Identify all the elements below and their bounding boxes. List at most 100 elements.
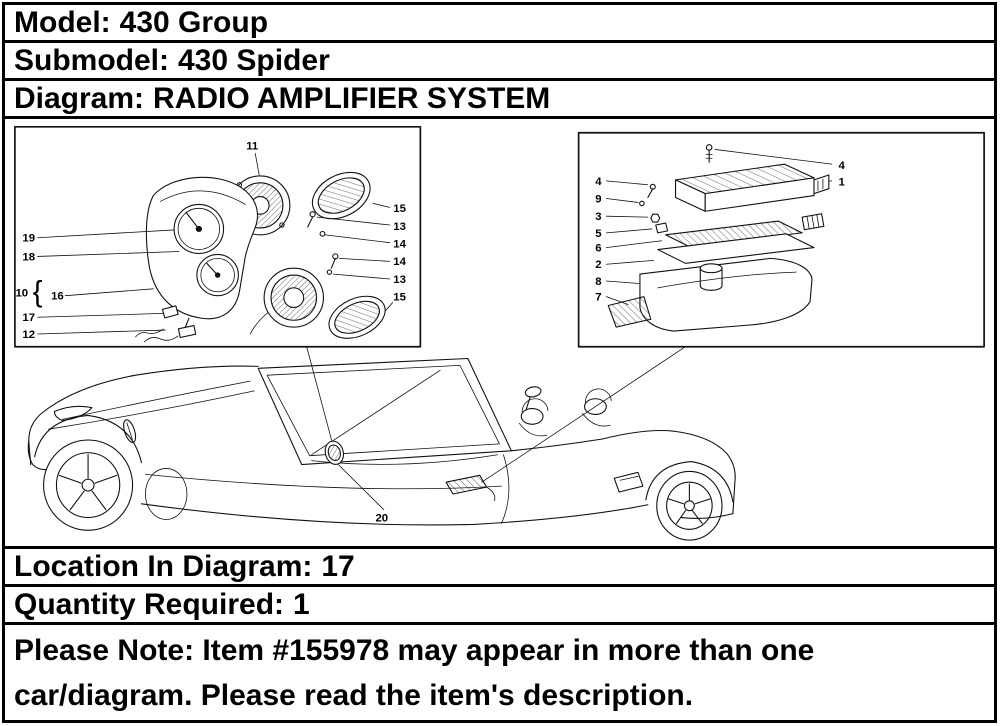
- callout-label: 8: [595, 276, 601, 288]
- grille-top-figure: [311, 171, 371, 220]
- callout-2: 2: [595, 259, 655, 271]
- callout-label: 15: [393, 292, 406, 304]
- quantity-row: Quantity Required: 1: [5, 587, 994, 625]
- callout-label: 2: [595, 259, 601, 271]
- rear-wheel-figure: [656, 470, 723, 541]
- location-label: Location In Diagram:: [14, 549, 313, 583]
- leader-line: [254, 152, 260, 176]
- knob-figure: [699, 263, 723, 274]
- callout-label: 13: [393, 274, 406, 286]
- diagram-canvas: 11: [14, 126, 985, 541]
- screw-figure: [307, 211, 326, 237]
- quantity-value: 1: [293, 587, 310, 621]
- leader-line: [332, 273, 391, 280]
- callout-label: 10: [15, 288, 28, 300]
- end-cap-figure: [607, 296, 652, 328]
- callout-label: 15: [393, 203, 406, 215]
- callout-11: 11: [246, 140, 260, 176]
- screw-figure-amp: [705, 144, 713, 163]
- leader-line: [37, 229, 175, 239]
- leader-line: [605, 180, 649, 186]
- callout-label: 14: [393, 239, 406, 251]
- leader-line: [325, 234, 391, 244]
- submodel-label: Submodel:: [14, 43, 169, 77]
- leader-line: [605, 198, 639, 203]
- leader-line: [384, 302, 394, 312]
- leader-line: [372, 203, 391, 208]
- amplifier-figure: [674, 163, 830, 231]
- callout-label: 7: [595, 292, 601, 304]
- leader-line: [37, 251, 180, 257]
- nut-figure: [650, 213, 661, 223]
- callout-label: 4: [595, 176, 602, 188]
- callout-4-left: 4: [595, 176, 656, 199]
- callout-label: 17: [22, 312, 35, 324]
- leader-line: [37, 329, 166, 335]
- leader-line-speaker: [306, 346, 333, 444]
- callout-10-group: 10 { 16: [15, 276, 154, 309]
- seat-figure: [520, 408, 544, 425]
- callout-label: 11: [246, 140, 258, 152]
- callout-19: 19: [22, 229, 175, 245]
- callout-label: 6: [595, 243, 601, 255]
- callout-label: 18: [22, 251, 35, 263]
- note-text: Please Note: Item #155978 may appear in …: [14, 634, 815, 712]
- callout-13-bottom: 13: [332, 273, 406, 286]
- car-body-figure: [27, 357, 736, 526]
- inset-border: [14, 126, 422, 348]
- callout-3: 3: [595, 211, 661, 223]
- leader-line: [605, 240, 663, 248]
- console-cover-figure: [607, 257, 813, 332]
- leader-line: [605, 215, 649, 218]
- mounting-tray-figure: [657, 220, 815, 264]
- callout-15-top: 15: [372, 203, 406, 215]
- speaker-inset: 11: [14, 126, 422, 348]
- callout-18: 18: [22, 251, 180, 263]
- connector-figure: [801, 213, 825, 231]
- leader-line: [64, 288, 154, 297]
- callout-13-top: 13: [317, 216, 406, 233]
- speaker-bottom-figure: [249, 253, 339, 335]
- leader-line: [605, 228, 653, 234]
- instrument-binnacle-figure: [135, 176, 258, 343]
- diagram-area: 11: [5, 119, 994, 549]
- screw-figure: [639, 200, 645, 207]
- callout-label: 20: [375, 512, 388, 524]
- roll-hoop-figure: [521, 398, 549, 413]
- side-intake-figure: [613, 471, 644, 493]
- car-amplifier-figure: [445, 474, 496, 502]
- leader-line: [338, 257, 391, 262]
- callout-14-bottom: 14: [338, 256, 407, 268]
- callout-label: 9: [595, 193, 601, 205]
- callout-label: 4: [839, 160, 846, 172]
- front-wheel-figure: [43, 439, 188, 531]
- headlight-figure: [53, 405, 93, 421]
- submodel-row: Submodel: 430 Spider: [5, 43, 994, 81]
- grille-bottom-figure: [328, 295, 386, 339]
- callout-label: 5: [595, 228, 601, 240]
- callout-14-top: 14: [325, 234, 407, 251]
- callout-12: 12: [22, 329, 166, 341]
- callout-9: 9: [595, 193, 645, 207]
- seat-figure: [584, 398, 607, 416]
- fender-vent-figure: [123, 419, 137, 443]
- inset-border: [577, 131, 985, 348]
- bracket-figure: [655, 222, 669, 234]
- submodel-value: 430 Spider: [178, 43, 330, 77]
- rear-wheel-arch: [645, 461, 734, 503]
- callout-label: 13: [393, 221, 406, 233]
- location-value: 17: [321, 549, 355, 583]
- callout-17: 17: [22, 312, 164, 324]
- callout-5: 5: [595, 222, 669, 240]
- callout-8: 8: [595, 276, 645, 288]
- callout-15-bottom: 15: [384, 292, 406, 312]
- car-illustration: 20: [27, 346, 736, 541]
- diagram-title-row: Diagram: RADIO AMPLIFIER SYSTEM: [5, 81, 994, 119]
- dash-speaker-figure: [324, 440, 345, 465]
- model-row: Model: 430 Group: [5, 5, 994, 43]
- model-label: Model:: [14, 5, 111, 39]
- leader-line: [714, 149, 833, 165]
- leader-line: [605, 259, 655, 265]
- roll-hoop-figure: [585, 388, 612, 404]
